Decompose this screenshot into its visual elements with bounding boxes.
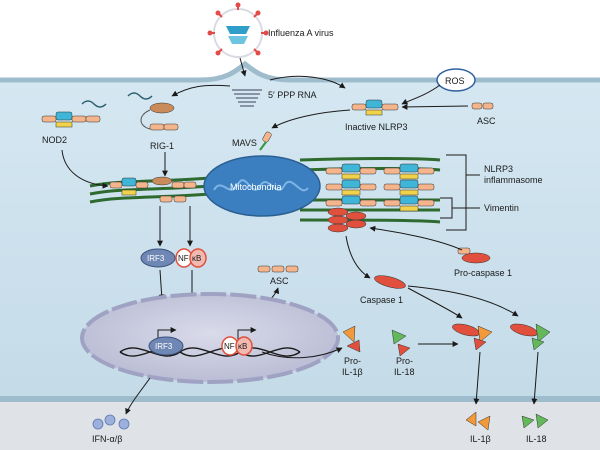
- arrow-irf3-to-nucleus: [158, 269, 165, 301]
- rig1-protein: [127, 92, 179, 131]
- il1b-label: IL-1β: [470, 434, 491, 444]
- arrow-nucleus-to-ifn: [125, 377, 151, 415]
- rlr-complex: [109, 176, 197, 203]
- ros-label: ROS: [445, 76, 465, 86]
- ifn-molecules: [92, 414, 130, 430]
- rig1-label: RIG-1: [150, 141, 174, 151]
- arrow-caspase-to-il18: [407, 285, 519, 317]
- nod2-label: NOD2: [42, 135, 67, 145]
- arrow-asc-to-nlrp3: [401, 103, 469, 110]
- arrow-virus-to-rna: [239, 57, 247, 77]
- pro-il18-protein: [391, 329, 411, 357]
- inflammasome-bracket: [440, 154, 480, 231]
- il18-label: IL-18: [526, 434, 547, 444]
- virus-label: Influenza A virus: [268, 28, 334, 38]
- arrow-rna-to-nlrp3: [269, 75, 346, 89]
- procaspase1-protein: [457, 247, 491, 264]
- vimentin-label: Vimentin: [484, 203, 519, 213]
- il18-released: [521, 413, 549, 429]
- pro-il1b-label-2: IL-1β: [342, 367, 363, 377]
- rna-fragments: [232, 89, 262, 107]
- mitochondria-label: Mitochondria: [230, 182, 282, 192]
- arrow-to-il18: [531, 351, 539, 405]
- nfkb-cyto-badge: [175, 248, 207, 268]
- bottom-extracellular: [0, 402, 600, 450]
- inactive-nlrp3-label: Inactive NLRP3: [345, 122, 408, 132]
- inactive-nlrp3-protein: [351, 99, 399, 116]
- pro-il1b-label-1: Pro-: [344, 356, 361, 366]
- asc-mid-label: ASC: [270, 276, 289, 286]
- arrow-inflammasome-to-caspase: [345, 235, 371, 279]
- mavs-protein: [259, 131, 272, 151]
- dna-helix: [119, 347, 301, 357]
- nfkb-nuc-badge: [221, 336, 253, 356]
- caspase1-protein: [374, 275, 406, 289]
- caspase-il1b-complex: [452, 323, 493, 351]
- pro-il1b-protein: [342, 325, 361, 353]
- nfkb-nuc-kb: κB: [238, 342, 247, 351]
- irf3-cyto-label: IRF3: [147, 254, 165, 263]
- arrow-nucleus-to-proil: [261, 347, 343, 359]
- pro-il18-label-2: IL-18: [394, 367, 415, 377]
- nucleus: [80, 292, 340, 384]
- arrow-nlrp3-to-mavs: [271, 109, 351, 129]
- asc-top-protein: [471, 102, 494, 110]
- irf3-cyto-badge: [140, 248, 176, 268]
- nod2-protein: [41, 100, 107, 128]
- caspase1-label: Caspase 1: [360, 295, 403, 305]
- procaspase1-label: Pro-caspase 1: [454, 268, 512, 278]
- nlrp3-inflammasome-label-2: inflammasome: [484, 175, 543, 185]
- caspase-il18-complex: [510, 323, 551, 351]
- rna-label: 5′ PPP RNA: [268, 90, 317, 100]
- nfkb-cyto-nf: NF: [178, 254, 189, 263]
- influenza-virus-icon: [207, 2, 269, 58]
- bottom-membrane: [0, 396, 600, 402]
- arrow-procasp-to-inflammasome: [369, 225, 463, 251]
- nlrp3-inflammasome-complex: [325, 163, 435, 233]
- irf3-nuc-badge: [148, 336, 184, 356]
- nfkb-cyto-kb: κB: [192, 254, 201, 263]
- arrow-ros-to-nlrp3: [401, 84, 441, 105]
- arrow-to-il1b: [473, 351, 481, 405]
- il1b-released: [465, 411, 491, 431]
- asc-mid-protein: [257, 265, 299, 273]
- ros-bubble: [436, 68, 476, 92]
- asc-top-label: ASC: [477, 116, 496, 126]
- mitochondria-organelle: [203, 155, 321, 217]
- arrow-caspase-to-il1b: [407, 287, 463, 319]
- arrow-rna-to-rig1: [171, 84, 231, 97]
- mavs-label: MAVS: [232, 138, 257, 148]
- irf3-nuc-label: IRF3: [155, 342, 173, 351]
- nlrp3-inflammasome-label-1: NLRP3: [484, 164, 513, 174]
- pro-il18-label-1: Pro-: [396, 356, 413, 366]
- ifn-label: IFN-α/β: [92, 434, 122, 444]
- arrow-nod2-to-complex: [61, 149, 109, 189]
- nfkb-nuc-nf: NF: [224, 342, 235, 351]
